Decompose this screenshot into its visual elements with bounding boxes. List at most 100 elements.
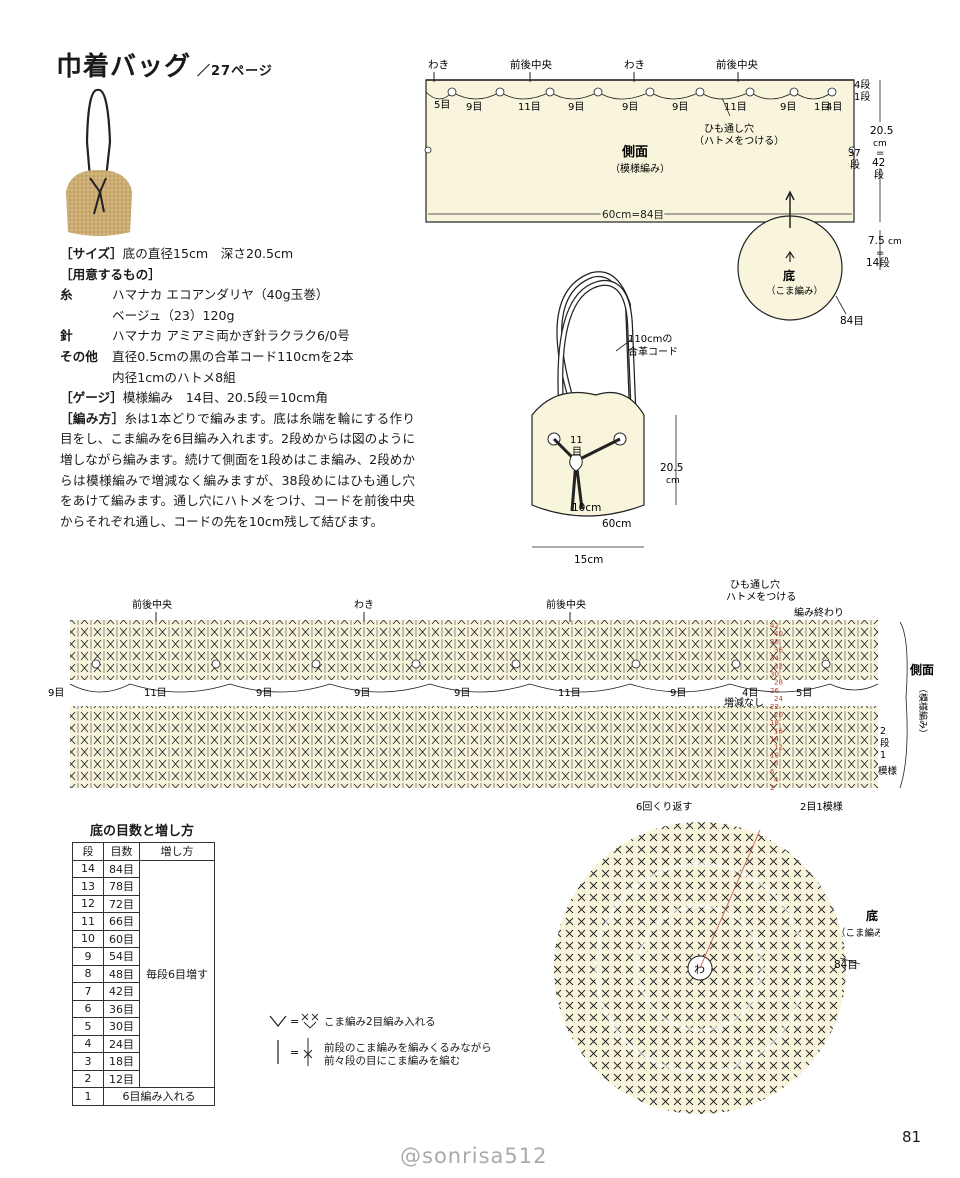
row-number: 8 — [72, 964, 104, 983]
size-value: 底の直径15cm 深さ20.5cm — [122, 246, 294, 261]
bag-15cm: 15cm — [574, 554, 603, 566]
center-label-2: 前後中央 — [716, 58, 758, 71]
row-number: 1 — [72, 1087, 104, 1106]
gauge-value: 模様編み 14目、20.5段＝10cm角 — [122, 390, 328, 406]
bottom-cm: 7.5 — [868, 235, 885, 247]
chart-side-label: 側面 — [909, 662, 934, 677]
bag-60cm: 60cm — [602, 518, 631, 530]
chart-c9c: 9目 — [354, 688, 370, 699]
rep-moyou: 模様 — [878, 765, 898, 777]
pattern-info: ［サイズ］底の直径15cm 深さ20.5cm ［用意するもの］ 糸ハマナカ エコ… — [60, 244, 415, 532]
stitch-count: 78目 — [103, 877, 140, 896]
needle-value: ハマナカ アミアミ両かぎ針ラクラク6/0号 — [112, 328, 350, 344]
rows-37-unit: 段 — [850, 158, 860, 171]
chart-end-label: 編み終わり — [794, 606, 844, 619]
height-rows-unit: 段 — [874, 168, 884, 181]
height-eq: = — [876, 148, 884, 159]
table-title: 底の目数と増し方 — [90, 824, 195, 839]
bag-10cm: 10cm — [572, 502, 601, 514]
stitch-count: 72目 — [103, 894, 140, 913]
row-mark: 8 — [774, 760, 778, 768]
rows-4: 4段 — [854, 78, 870, 91]
chart-c4: 4目 — [742, 688, 758, 699]
center-label-1: 前後中央 — [510, 58, 552, 71]
chart-c9a: 9目 — [48, 688, 64, 699]
col-header-method: 増し方 — [139, 842, 215, 861]
bag-photo — [66, 88, 132, 236]
hole-label: ひも通し穴 — [704, 122, 754, 135]
row-mark: 38 — [770, 638, 779, 646]
legend-inc: こま編み2目編み入れる — [324, 1016, 436, 1028]
count-9c: 9目 — [622, 102, 638, 113]
chart-c9b: 9目 — [256, 688, 272, 699]
row-number: 9 — [72, 947, 104, 966]
bottom-unit: cm — [888, 237, 902, 247]
row-mark: 36 — [774, 646, 783, 654]
legend-spike-1: 前段のこま編みを編みくるみながら — [324, 1042, 492, 1054]
row-number: 11 — [72, 912, 104, 931]
legend-symbols: = = — [269, 1013, 319, 1066]
row-number: 13 — [72, 877, 104, 896]
width-label: 60cm=84目 — [602, 209, 664, 221]
count-9a: 9目 — [466, 102, 482, 113]
other-value-2: 内径1cmのハトメ8組 — [112, 369, 236, 385]
count-11a: 11目 — [518, 102, 541, 113]
chart-hole-sublabel: ハトメをつける — [726, 591, 796, 603]
method-body: 糸は1本どりで編みます。底は糸端を輪にする作り目をし、こま編みを6目編み入れます… — [60, 410, 415, 529]
yarn-color: ベージュ（23）120g — [112, 307, 235, 323]
rep-dan: 段 — [880, 737, 890, 749]
page-title: 巾着バッグ ／27ページ — [56, 46, 273, 83]
chart-center-1: 前後中央 — [132, 598, 172, 611]
stitch-count: 36目 — [103, 999, 140, 1018]
row-number: 5 — [72, 1017, 104, 1036]
height-rows: 42 — [872, 157, 885, 169]
row-mark: 16 — [774, 727, 783, 735]
bag-11-unit: 目 — [572, 447, 582, 458]
bottom-eq: = — [876, 248, 884, 259]
bottom-count: 84目 — [840, 315, 864, 327]
row-number: 7 — [72, 982, 104, 1001]
side-sublabel: （模様編み） — [610, 162, 670, 175]
side-panel — [425, 79, 855, 223]
watermark: @sonrisa512 — [400, 1144, 548, 1168]
rows-1: 1段 — [854, 90, 870, 103]
row-mark: 40 — [774, 630, 783, 638]
title-text: 巾着バッグ — [56, 52, 192, 82]
method-label: ［編み方］ — [60, 410, 125, 426]
waki-label-2: わき — [624, 59, 645, 71]
chart-c9e: 9目 — [670, 688, 686, 699]
row-mark: 20 — [774, 711, 783, 719]
chart-waki: わき — [354, 599, 374, 611]
row-mark: 32 — [774, 663, 783, 671]
col-header-row: 段 — [72, 842, 104, 861]
stitch-count: 24目 — [103, 1034, 140, 1053]
two-stitch: 2目1模様 — [800, 800, 843, 813]
row-mark: 42 — [770, 622, 779, 630]
bottom-rows: 14段 — [866, 256, 890, 269]
stitch-count: 84目 — [103, 859, 140, 878]
magic-ring-label: わ — [694, 963, 705, 976]
side-schematic: わき 前後中央 わき 前後中央 5目 9目 11目 9目 9目 9目 11目 9… — [424, 58, 902, 327]
materials-label: ［用意するもの］ — [60, 266, 161, 282]
chart-c11b: 11目 — [558, 688, 581, 699]
chart-c9d: 9目 — [454, 688, 470, 699]
stitch-count: 30目 — [103, 1017, 140, 1036]
waki-label-1: わき — [428, 59, 449, 71]
bag-height-unit: cm — [666, 476, 680, 486]
stitch-count: 42目 — [103, 982, 140, 1001]
bottom-chart-sublabel: （こま編み） — [836, 927, 880, 939]
row-mark: 26 — [770, 687, 779, 695]
other-value: 直径0.5cmの黒の合革コード110cmを2本 — [112, 348, 354, 364]
size-label: ［サイズ］ — [60, 246, 123, 261]
row-mark: 22 — [770, 703, 779, 711]
row-mark: 10 — [770, 752, 779, 760]
page-reference: ／27ページ — [197, 64, 273, 79]
chart-center-2: 前後中央 — [546, 598, 586, 611]
row-number: 2 — [72, 1069, 104, 1088]
